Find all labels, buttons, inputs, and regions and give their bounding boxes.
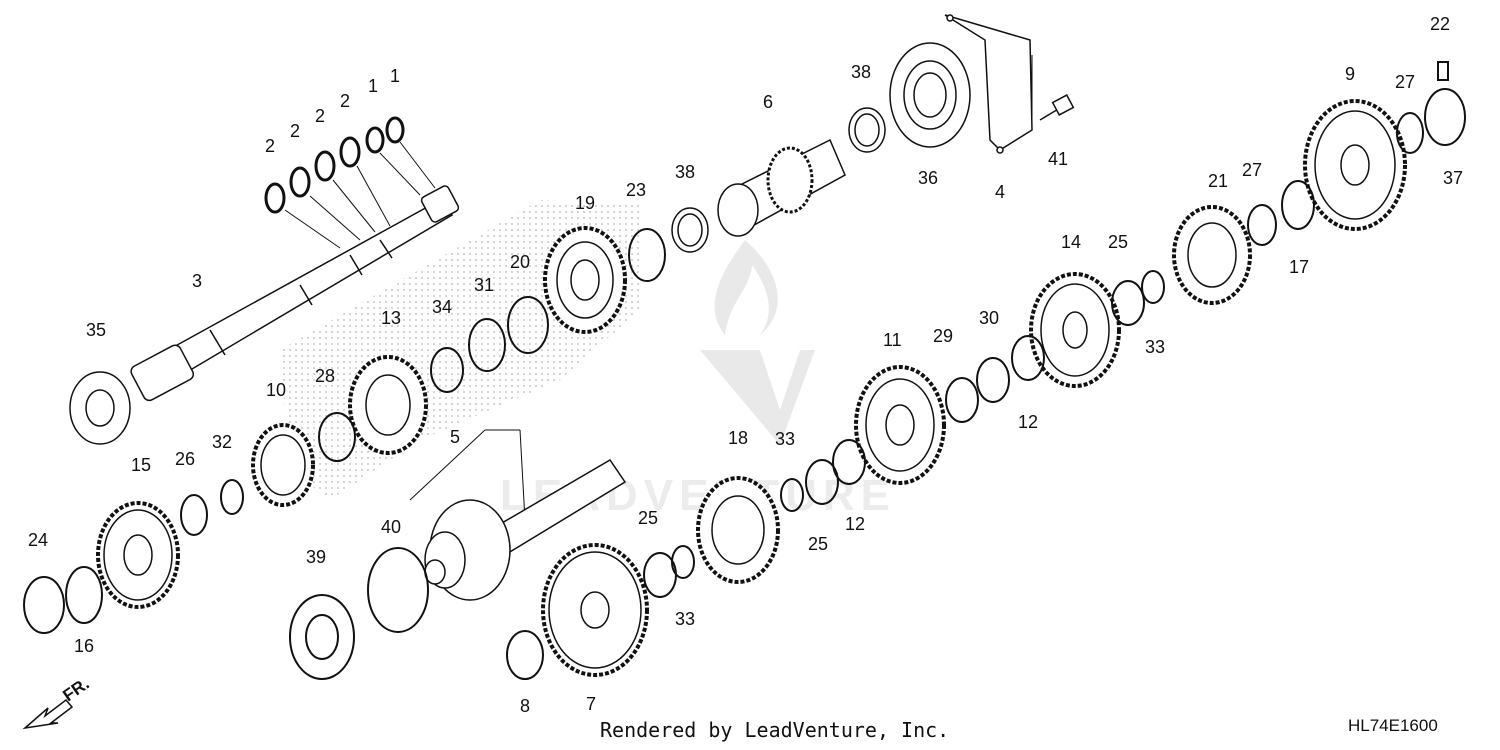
diagram-code: HL74E1600 <box>1348 716 1438 735</box>
label-6: 6 <box>763 92 773 112</box>
label-31: 31 <box>474 275 494 295</box>
label-22: 22 <box>1430 14 1450 34</box>
washers <box>23 61 1466 680</box>
gear-part-14 <box>1029 272 1121 388</box>
label-9: 9 <box>1345 64 1355 84</box>
label-8: 8 <box>520 696 530 716</box>
label-3: 3 <box>192 271 202 291</box>
shaft-part-5 <box>424 458 627 601</box>
gear-part-18 <box>696 476 780 584</box>
label-19: 19 <box>575 193 595 213</box>
label-33: 33 <box>775 429 795 449</box>
label-34: 34 <box>432 297 452 317</box>
rings-part-1-2 <box>264 116 405 214</box>
label-36: 36 <box>918 168 938 188</box>
label-11: 11 <box>883 330 902 350</box>
label-25: 25 <box>638 508 658 528</box>
label-20: 20 <box>510 252 530 272</box>
bolt-part-41 <box>1039 94 1075 121</box>
needle-bearing-part-38a <box>848 107 886 153</box>
label-10: 10 <box>266 380 286 400</box>
needle-bearing-part-38b <box>671 207 709 253</box>
label-33: 33 <box>1145 337 1165 357</box>
label-27: 27 <box>1242 160 1262 180</box>
label-17: 17 <box>1289 257 1309 277</box>
credit-text: Rendered by LeadVenture, Inc. <box>600 718 950 742</box>
label-39: 39 <box>306 547 326 567</box>
gear-part-11 <box>854 365 946 485</box>
label-28: 28 <box>315 366 335 386</box>
label-29: 29 <box>933 326 953 346</box>
label-12: 12 <box>1018 412 1038 432</box>
label-2: 2 <box>340 91 350 111</box>
bearing-part-35 <box>69 371 131 445</box>
label-13: 13 <box>381 308 401 328</box>
bearing-part-36 <box>889 42 971 148</box>
label-21: 21 <box>1208 171 1228 191</box>
label-30: 30 <box>979 308 999 328</box>
label-32: 32 <box>212 432 232 452</box>
label-12: 12 <box>845 514 865 534</box>
label-41: 41 <box>1048 149 1068 169</box>
front-direction-arrow-icon: FR. <box>22 674 93 730</box>
label-33: 33 <box>675 609 695 629</box>
gear-part-19 <box>543 226 627 334</box>
label-38: 38 <box>675 162 695 182</box>
gear-part-10 <box>251 423 315 507</box>
label-35: 35 <box>86 320 106 340</box>
label-25: 25 <box>808 534 828 554</box>
gear-part-15 <box>96 501 180 609</box>
label-37: 37 <box>1443 168 1463 188</box>
label-5: 5 <box>450 427 460 447</box>
label-4: 4 <box>995 182 1005 202</box>
gear-part-21 <box>1172 205 1252 305</box>
part-labels: 1 1 2 2 2 2 3 4 5 6 7 8 9 10 11 12 12 13… <box>28 14 1463 716</box>
sleeve-part-6 <box>717 138 846 237</box>
label-26: 26 <box>175 449 195 469</box>
label-2: 2 <box>290 121 300 141</box>
label-40: 40 <box>381 517 401 537</box>
label-2: 2 <box>265 136 275 156</box>
cover-part-4 <box>944 14 1033 154</box>
label-25: 25 <box>1108 232 1128 252</box>
gear-part-9 <box>1303 99 1407 231</box>
label-18: 18 <box>728 428 748 448</box>
shaft-part-3 <box>130 185 460 402</box>
label-2: 2 <box>315 106 325 126</box>
label-16: 16 <box>74 636 94 656</box>
label-23: 23 <box>626 180 646 200</box>
gear-part-13 <box>348 355 428 455</box>
label-27: 27 <box>1395 72 1415 92</box>
label-15: 15 <box>131 455 151 475</box>
label-1: 1 <box>390 66 400 86</box>
label-14: 14 <box>1061 232 1081 252</box>
label-24: 24 <box>28 530 48 550</box>
label-38: 38 <box>851 62 871 82</box>
label-1: 1 <box>368 76 378 96</box>
gear-part-7 <box>541 543 649 677</box>
label-7: 7 <box>586 694 596 714</box>
